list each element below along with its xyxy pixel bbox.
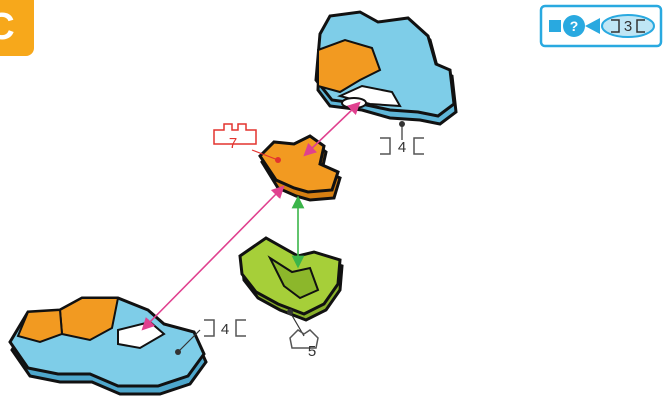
top-socket — [341, 97, 367, 109]
top-assembly-count: 4 — [398, 139, 406, 156]
question-icon — [563, 15, 585, 37]
hint-bracket-icon — [611, 19, 645, 33]
orange-count-bracket — [213, 123, 257, 145]
bottom-assembly-count: 4 — [221, 321, 229, 338]
hint-count: 3 — [624, 18, 632, 35]
connector-orange-to-bottom — [141, 185, 285, 331]
green-piece: 5 — [238, 236, 344, 360]
hint-plug-icon — [549, 20, 561, 32]
top-assembly: 4 — [314, 10, 458, 156]
bottom-assembly: 4 — [8, 296, 246, 396]
top-assembly-top — [314, 10, 456, 118]
bottom-callout-line — [177, 329, 201, 353]
step-letter: C — [0, 6, 15, 48]
top-orange-patch — [317, 38, 382, 94]
hint-box: ? 3 — [539, 4, 663, 48]
orange-piece: 7 — [213, 123, 342, 202]
orange-piece-count: 7 — [229, 135, 237, 152]
hint-question-mark: ? — [570, 18, 579, 34]
connector-top-to-orange — [303, 101, 361, 157]
top-count-bracket — [380, 137, 424, 155]
hint-arrow-icon — [585, 18, 600, 34]
green-count-bracket — [289, 329, 319, 349]
step-badge: C — [0, 0, 34, 56]
green-piece-count: 5 — [308, 343, 316, 360]
orange-callout-line — [251, 149, 279, 161]
bottom-orange-patch-2 — [16, 308, 64, 344]
orange-piece-top — [258, 134, 340, 194]
